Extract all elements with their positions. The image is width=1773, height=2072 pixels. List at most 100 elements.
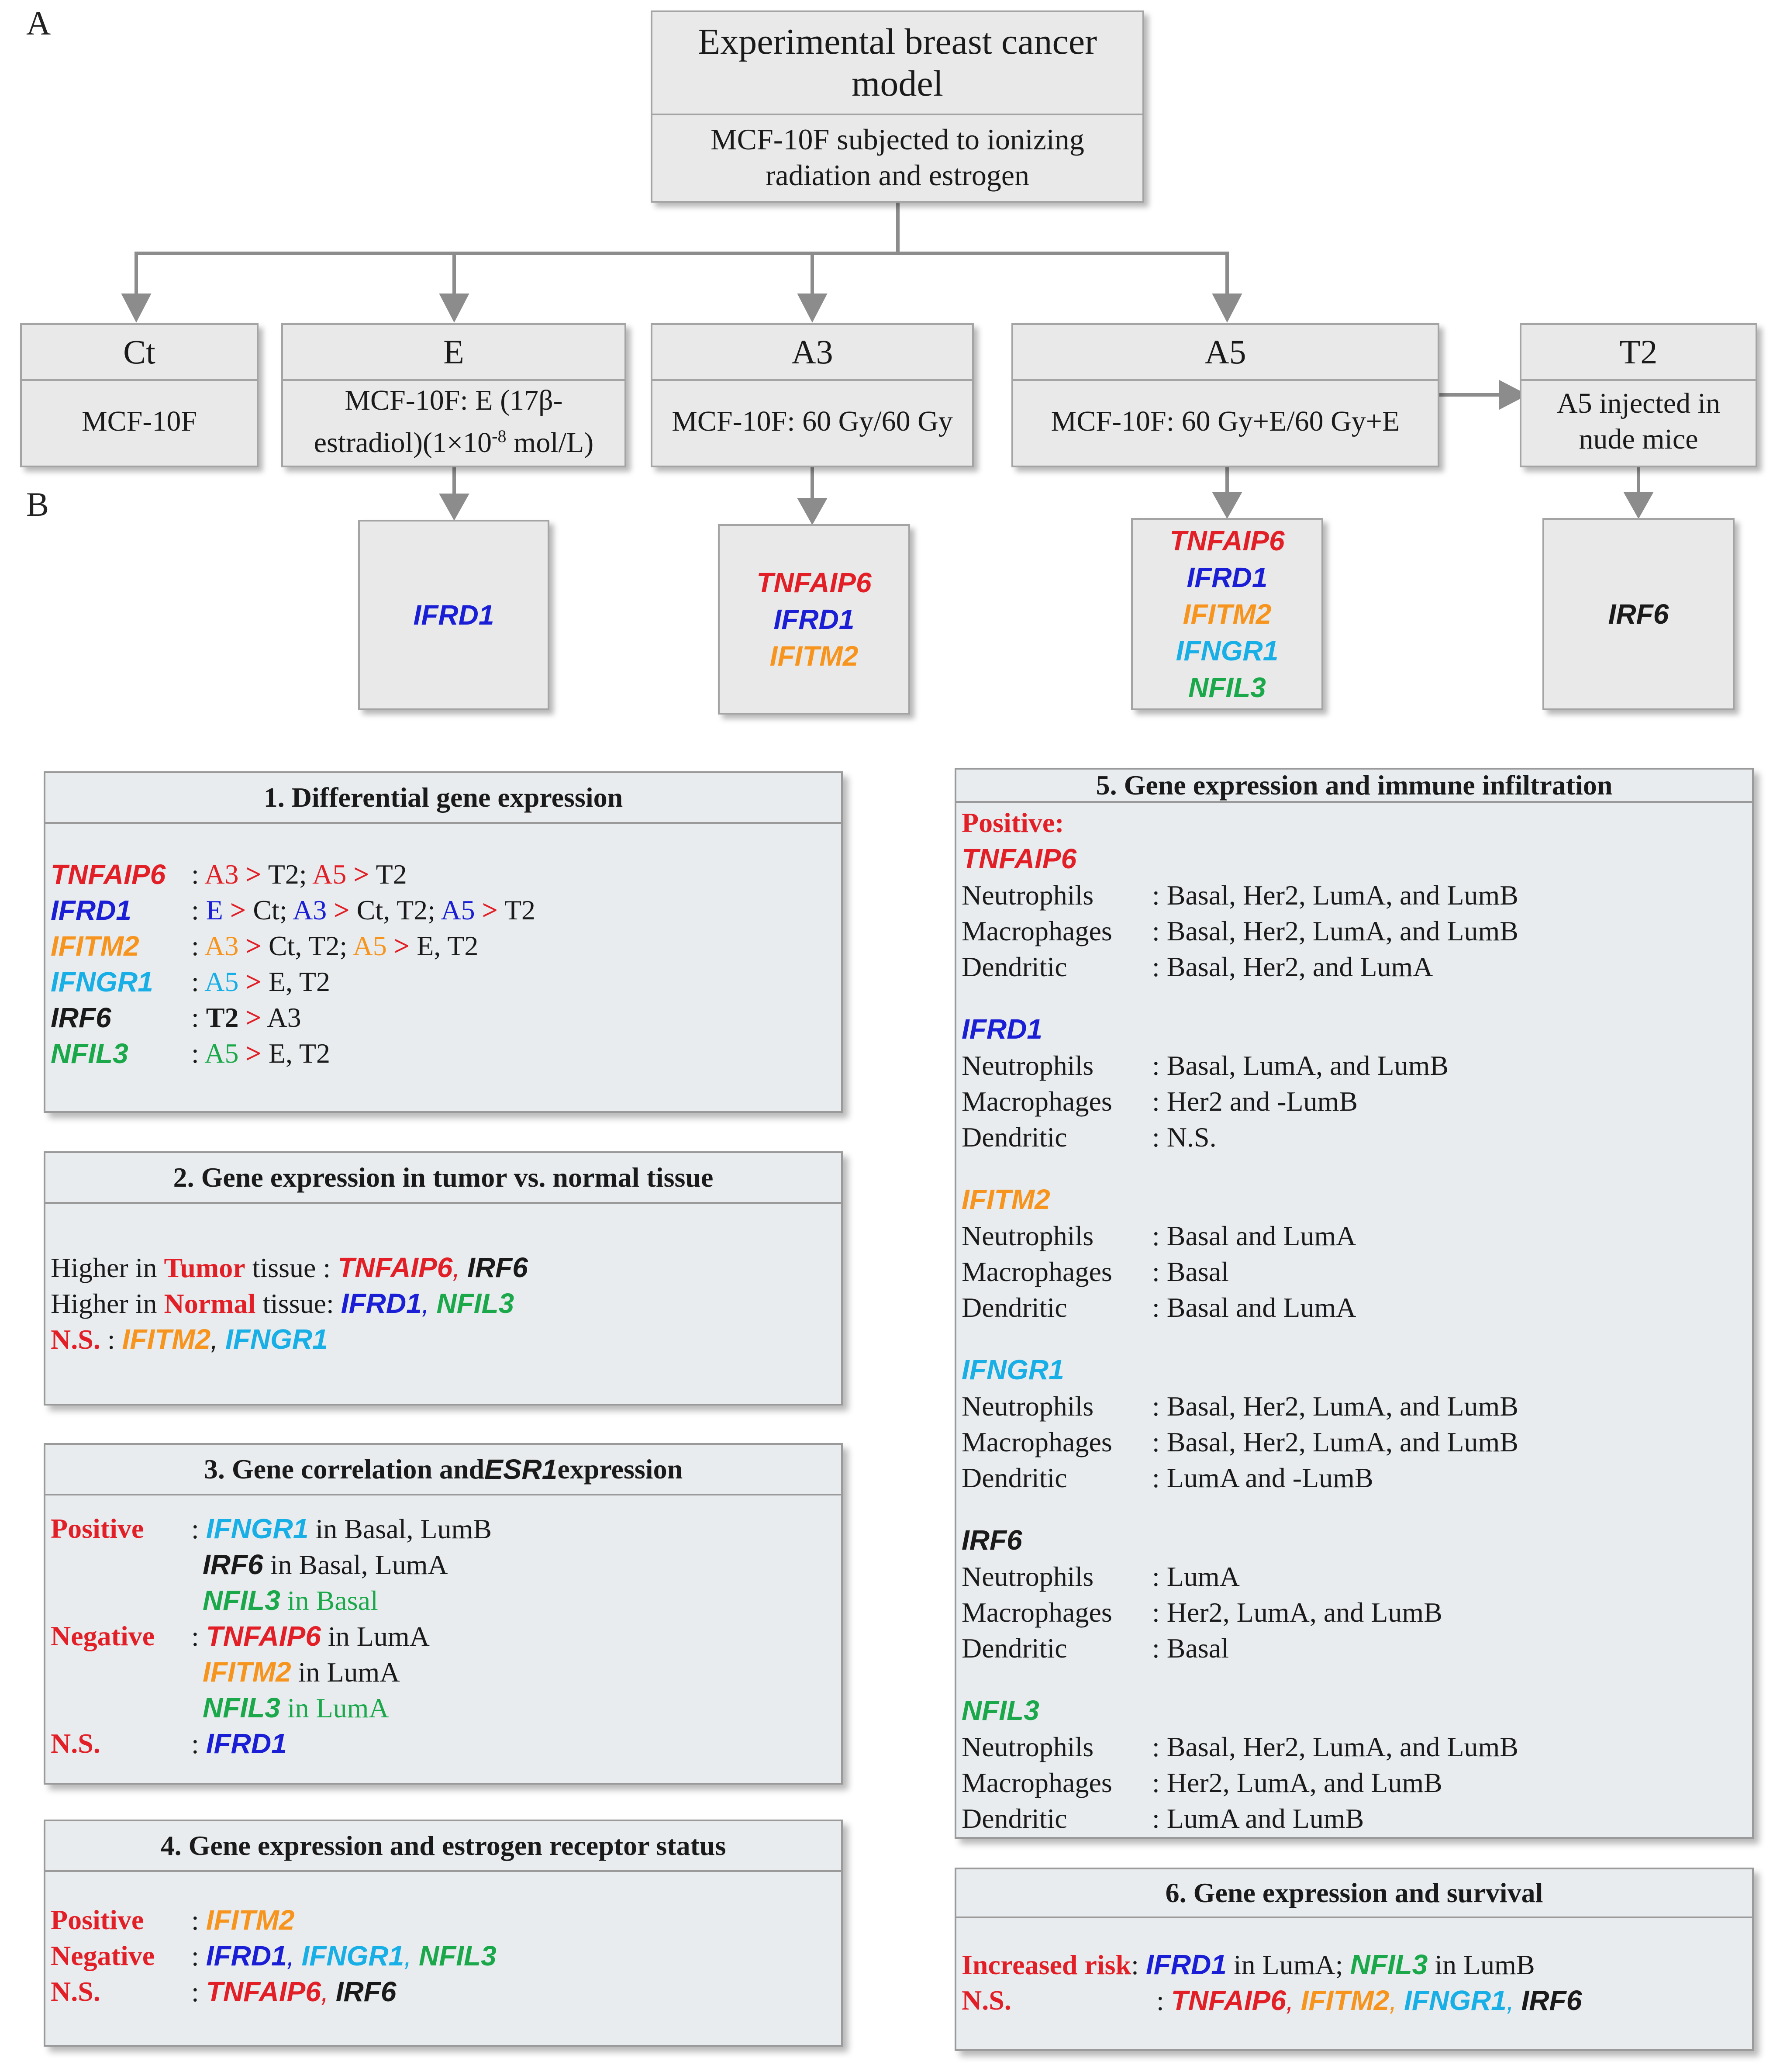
immune-cell-type: Macrophages (962, 1426, 1112, 1457)
arrow-to-a3 (797, 294, 828, 323)
immune-row-ifitm2-1: Macrophages: Basal (962, 1254, 1229, 1289)
model-title-line2: model (852, 63, 943, 104)
section-title: 1. Differential gene expression (45, 773, 841, 824)
immune-row-ifitm2-2: Dendritic: Basal and LumA (962, 1290, 1356, 1325)
immune-subtypes: : Basal, Her2, and LumA (1152, 951, 1433, 982)
immune-gene-tnfaip6: TNFAIP6 (962, 843, 1077, 874)
gene-box-e: IFRD1 (358, 520, 549, 710)
immune-cell-type: Macrophages (962, 1086, 1112, 1117)
gene-label-nfil3: NFIL3 (1188, 672, 1266, 703)
section-immune-infiltration: 5. Gene expression and immune infiltrati… (955, 768, 1754, 1839)
immune-cell-type: Neutrophils (962, 1731, 1094, 1762)
immune-subtypes: : Basal, Her2, LumA, and LumB (1152, 1391, 1518, 1422)
immune-row-ifngr1-2: Dendritic : LumA and -LumB (962, 1461, 1373, 1495)
diff-row-tnfaip6: TNFAIP6 : A3 > T2; A5 > T2 (51, 859, 407, 890)
gene-label-ifngr1: IFNGR1 (1176, 635, 1279, 666)
corr-row-negative-tnfaip6: Negative : TNFAIP6 in LumA (51, 1620, 430, 1652)
er-row-ns: N.S. : TNFAIP6, IRF6 (51, 1976, 397, 2007)
immune-cell-type: Dendritic (962, 1122, 1067, 1153)
immune-subtypes: : Her2, LumA, and LumB (1152, 1767, 1442, 1798)
arrow-to-ct (121, 294, 152, 323)
arrow-a5-genes (1212, 492, 1242, 519)
corr-row-ns: N.S. : IFRD1 (51, 1728, 287, 1759)
normal-row: Higher in Normal tissue: IFRD1, NFIL3 (51, 1288, 514, 1319)
cell-line-desc: A5 injected in nude mice (1557, 387, 1720, 455)
model-body-line2: radiation and estrogen (765, 159, 1030, 192)
immune-subtypes: : Basal, Her2, LumA, and LumB (1152, 1731, 1518, 1762)
model-body-line1: MCF-10F subjected to ionizing (711, 123, 1084, 156)
immune-subtypes: : Basal and LumA (1152, 1220, 1356, 1251)
cell-line-label: E (283, 325, 624, 381)
er-row-positive: Positive : IFITM2 (51, 1904, 295, 1936)
immune-cell-type: Dendritic (962, 1633, 1067, 1664)
cell-line-box-e: E MCF-10F: E (17β- estradiol)(1×10-8 mol… (281, 323, 626, 467)
section-title: 6. Gene expression and survival (956, 1869, 1752, 1918)
immune-row-nfil3-2: Dendritic : LumA and LumB (962, 1801, 1364, 1836)
immune-gene-ifngr1: IFNGR1 (962, 1354, 1064, 1385)
immune-subtypes: : LumA (1152, 1561, 1240, 1592)
immune-subtypes: : Her2 and -LumB (1152, 1086, 1358, 1117)
section-tumor-vs-normal: 2. Gene expression in tumor vs. normal t… (44, 1151, 843, 1406)
immune-cell-type: Macrophages (962, 915, 1112, 946)
immune-positive-label: Positive: (962, 807, 1064, 838)
immune-cell-type: Neutrophils (962, 1391, 1094, 1422)
corr-row-positive-ifngr1: Positive : IFNGR1 in Basal, LumB (51, 1513, 492, 1544)
er-row-negative: Negative : IFRD1, IFNGR1, NFIL3 (51, 1940, 497, 1972)
gene-label-ifrd1: IFRD1 (413, 599, 494, 631)
survival-row-risk: Increased risk: IFRD1 in LumA; NFIL3 in … (962, 1949, 1535, 1980)
immune-subtypes: : LumA and -LumB (1152, 1462, 1373, 1493)
model-title-line1: Experimental breast cancer (697, 21, 1097, 62)
immune-subtypes: : Basal, Her2, LumA, and LumB (1152, 915, 1518, 946)
diff-row-ifitm2: IFITM2 : A3 > Ct, T2; A5 > E, T2 (51, 930, 479, 962)
cell-line-desc: MCF-10F: 60 Gy+E/60 Gy+E (1051, 405, 1400, 437)
immune-row-tnfaip6-2: Dendritic: Basal, Her2, and LumA (962, 950, 1433, 984)
gene-box-t2: IRF6 (1542, 518, 1735, 710)
immune-cell-type: Neutrophils (962, 1050, 1094, 1081)
immune-cell-type: Dendritic (962, 1803, 1067, 1834)
gene-label-ifitm2: IFITM2 (1183, 598, 1272, 630)
immune-subtypes: : Basal, Her2, LumA, and LumB (1152, 880, 1518, 911)
cell-line-label: A3 (652, 325, 972, 381)
immune-subtypes: : Basal (1152, 1633, 1229, 1664)
arrow-t2-genes (1623, 492, 1654, 519)
immune-cell-type: Macrophages (962, 1597, 1112, 1628)
section-differential-expression: 1. Differential gene expression TNFAIP6 … (44, 771, 843, 1113)
cell-line-label: Ct (22, 325, 257, 381)
immune-gene-nfil3: NFIL3 (962, 1695, 1039, 1726)
immune-row-ifngr1-0: Neutrophils : Basal, Her2, LumA, and LumB (962, 1389, 1518, 1424)
gene-label-irf6: IRF6 (1608, 598, 1669, 630)
arrow-to-a5 (1212, 294, 1242, 323)
cell-line-box-a5: A5 MCF-10F: 60 Gy+E/60 Gy+E (1011, 323, 1439, 467)
section-title: 3. Gene correlation and ESR1 expression (45, 1445, 841, 1495)
immune-cell-type: Neutrophils (962, 880, 1094, 911)
immune-row-ifrd1-2: Dendritic: N.S. (962, 1120, 1217, 1155)
cell-line-box-a3: A3 MCF-10F: 60 Gy/60 Gy (651, 323, 974, 467)
diff-row-ifrd1: IFRD1 : E > Ct; A3 > Ct, T2; A5 > T2 (51, 894, 536, 926)
immune-subtypes: : Basal and LumA (1152, 1292, 1356, 1323)
immune-row-nfil3-0: Neutrophils : Basal, Her2, LumA, and LumB (962, 1730, 1518, 1765)
diff-row-irf6: IRF6 : T2 > A3 (51, 1002, 301, 1033)
immune-row-ifitm2-0: Neutrophils: Basal and LumA (962, 1219, 1356, 1254)
immune-row-tnfaip6-1: Macrophages : Basal, Her2, LumA, and LumB (962, 914, 1518, 949)
immune-gene-ifrd1: IFRD1 (962, 1013, 1042, 1045)
tumor-row: Higher in Tumor tissue : TNFAIP6, IRF6 (51, 1252, 528, 1283)
immune-subtypes: : Basal, Her2, LumA, and LumB (1152, 1426, 1518, 1457)
cell-line-desc: MCF-10F: 60 Gy/60 Gy (672, 405, 953, 437)
gene-box-a5: TNFAIP6 IFRD1 IFITM2 IFNGR1 NFIL3 (1131, 518, 1323, 710)
immune-subtypes: : LumA and LumB (1152, 1803, 1364, 1834)
arrow-to-e (439, 294, 469, 323)
section-title: 4. Gene expression and estrogen receptor… (45, 1821, 841, 1872)
immune-gene-irf6: IRF6 (962, 1524, 1022, 1556)
diff-row-nfil3: NFIL3 : A5 > E, T2 (51, 1038, 330, 1069)
immune-row-irf6-0: Neutrophils : LumA (962, 1559, 1240, 1594)
model-box: Experimental breast cancer model MCF-10F… (651, 10, 1144, 203)
immune-cell-type: Macrophages (962, 1256, 1112, 1287)
immune-cell-type: Dendritic (962, 1462, 1067, 1493)
cell-line-desc: MCF-10F: E (17β- estradiol)(1×10-8 mol/L… (314, 384, 594, 459)
immune-row-ifngr1-1: Macrophages : Basal, Her2, LumA, and LumB (962, 1425, 1518, 1460)
cell-line-box-ct: Ct MCF-10F (20, 323, 259, 467)
immune-cell-type: Neutrophils (962, 1561, 1094, 1592)
immune-gene-ifitm2: IFITM2 (962, 1184, 1050, 1215)
diff-row-ifngr1: IFNGR1 : A5 > E, T2 (51, 966, 330, 998)
